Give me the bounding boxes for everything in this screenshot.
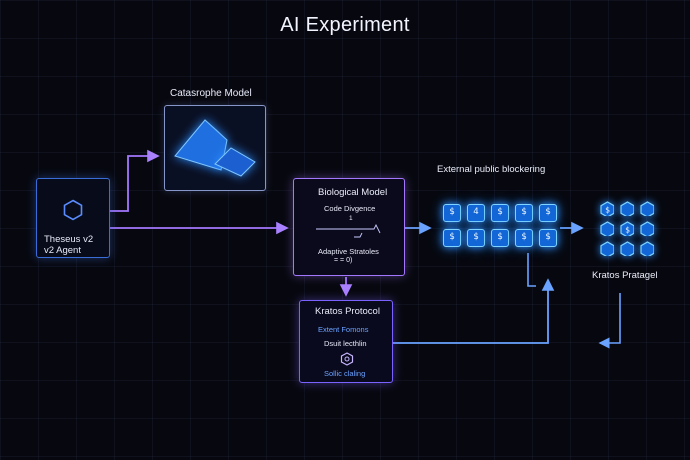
arrow-blockchain-down [527,253,536,287]
adaptive-label: Adaptive Stratoles [318,247,379,256]
block-tile[interactable]: $ [515,204,533,222]
agent-node[interactable]: Theseus v2 v2 Agent [36,178,110,258]
blockchain-label: External public blockering [437,164,546,175]
divergence-tick: 1 [349,215,353,222]
kratos-node[interactable]: Kratos Protocol Extent Fomons Dsuit lect… [299,300,393,383]
kratos-line3: Sollic claling [324,369,366,378]
pratagel-hex-label: $ [605,206,610,215]
pratagel-hex-tile[interactable] [639,201,654,216]
block-tile[interactable]: 4 [467,204,485,222]
agent-label-line1: Theseus v2 [44,234,94,245]
block-tile[interactable]: $ [491,229,509,247]
hexagon-icon [63,199,83,221]
pratagel-hex-tile[interactable]: $ [599,201,614,216]
block-tile[interactable]: $ [491,204,509,222]
divergence-line [316,223,381,238]
pratagel-hex-tile[interactable]: $ [619,221,634,236]
block-tile[interactable]: $ [515,229,533,247]
arrow-kratos-to-blockchain [393,278,555,344]
divergence-label: Code Divgence [324,204,376,213]
kratos-line1: Extent Fomons [318,325,369,334]
pratagel-hex-label: $ [625,226,630,235]
agent-label-line2: v2 Agent [44,245,81,256]
biological-title: Biological Model [318,187,388,198]
pratagel-label: Kratos Pratagel [592,270,658,281]
biological-node[interactable]: Biological Model Code Divgence 1 Adaptiv… [293,178,405,276]
pratagel-hex-tile[interactable] [619,241,634,256]
kratos-title: Kratos Protocol [315,306,380,317]
block-tile[interactable]: $ [539,229,557,247]
pratagel-hex-tile[interactable] [599,241,614,256]
shield-icon [340,352,354,366]
pratagel-hex-tile[interactable] [599,221,614,236]
kratos-line2: Dsuit lecthlin [324,339,367,348]
block-tile[interactable]: $ [443,229,461,247]
block-tile[interactable]: $ [467,229,485,247]
pratagel-hex-tile[interactable] [639,241,654,256]
catastrophe-label: Catasrophe Model [170,88,252,99]
arrow-agent-to-catastrophe [110,149,160,212]
block-tile[interactable]: $ [443,204,461,222]
pratagel-hex-tile[interactable] [619,201,634,216]
block-tile[interactable]: $ [539,204,557,222]
catastrophe-node[interactable] [164,105,266,191]
mountain-icon [174,119,256,177]
pratagel-hex-tile[interactable] [639,221,654,236]
page-title: AI Experiment [280,14,410,36]
adaptive-formula: = = 0) [334,257,353,264]
arrow-to-pratagel [598,293,621,349]
